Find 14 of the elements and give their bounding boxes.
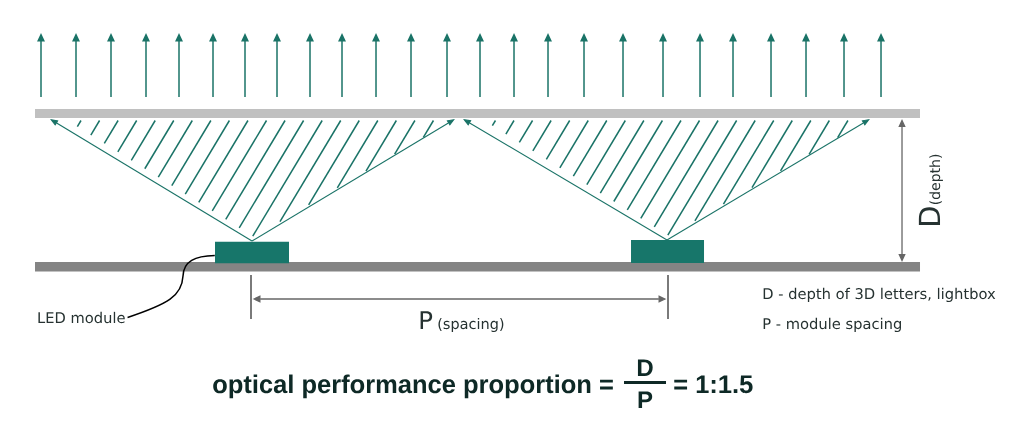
formula-text: optical performance proportion = <box>213 374 613 399</box>
formula-text: P <box>638 391 653 408</box>
led-module <box>215 241 289 264</box>
led-module <box>631 240 704 263</box>
callout-label: LED module <box>38 311 125 324</box>
dimension-label: D <box>918 207 940 225</box>
formula-text: D <box>637 359 653 376</box>
dimension-label: (spacing) <box>438 317 504 332</box>
note-text: P - module spacing <box>763 317 901 333</box>
note-text: D - depth of 3D letters, lightbox <box>763 287 996 303</box>
dimension-label: P <box>420 311 433 329</box>
leader-line <box>126 254 216 319</box>
dimension-label: (depth) <box>929 154 943 205</box>
formula-text: = 1:1.5 <box>674 375 753 394</box>
